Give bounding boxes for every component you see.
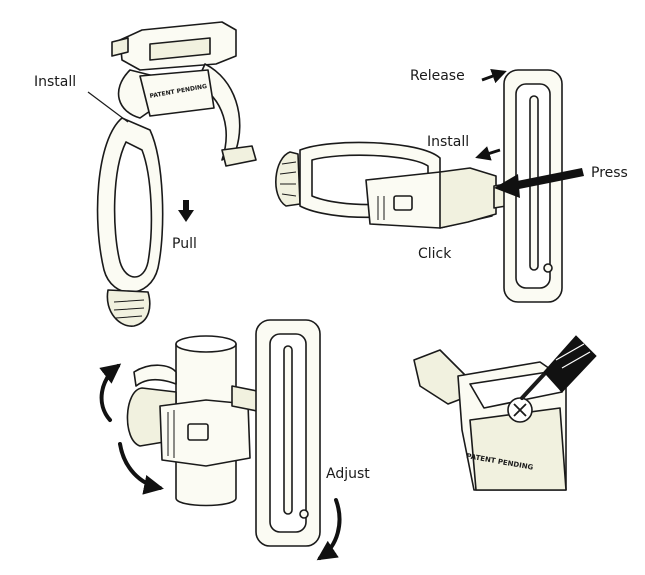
- adjust-light-button: [299, 509, 309, 519]
- handlebar-tube-top: [175, 335, 237, 353]
- clamp-housing: [139, 69, 215, 117]
- adjust-screw-slot: [513, 403, 527, 417]
- label-install-right: Install: [427, 134, 470, 150]
- adjust-arrow: [316, 498, 342, 561]
- label-release: Release: [410, 68, 465, 84]
- clamp-release-lever: [221, 145, 257, 167]
- mount-front-face: [439, 167, 497, 229]
- install-arrow: [475, 146, 501, 161]
- screwdriver-icon: [520, 335, 597, 400]
- light-power-button: [543, 263, 553, 273]
- mount-button: [393, 195, 413, 211]
- panel-top-right-attach: [275, 69, 563, 303]
- adjust-clamp-button: [187, 423, 209, 441]
- label-install-top-left: Install: [34, 74, 77, 90]
- label-pull: Pull: [172, 236, 197, 252]
- rotate-arrows-left: [99, 363, 164, 495]
- adjust-light-lens: [283, 345, 293, 515]
- label-adjust: Adjust: [326, 466, 370, 482]
- clamp-strap-inner: [113, 141, 153, 278]
- clamp-pull-tab: [106, 289, 151, 327]
- panel-bottom-left-adjust: [126, 319, 321, 547]
- release-arrow: [481, 69, 507, 84]
- pull-arrow: [178, 200, 194, 222]
- clamp-top-lip: [111, 37, 129, 57]
- label-click: Click: [418, 246, 452, 262]
- panel-bottom-right-screw: PATENT PENDING: [413, 349, 567, 491]
- press-arrow: [494, 168, 584, 198]
- rotate-arrow-up: [99, 363, 122, 422]
- label-press: Press: [591, 165, 628, 181]
- install-leader-line: [87, 91, 129, 123]
- clamp-top-slot: [149, 37, 211, 61]
- rotate-arrow-down: [118, 442, 164, 495]
- panel-top-left-clamp: PATENT PENDING: [87, 21, 257, 327]
- strap-rubber-end: [275, 151, 301, 207]
